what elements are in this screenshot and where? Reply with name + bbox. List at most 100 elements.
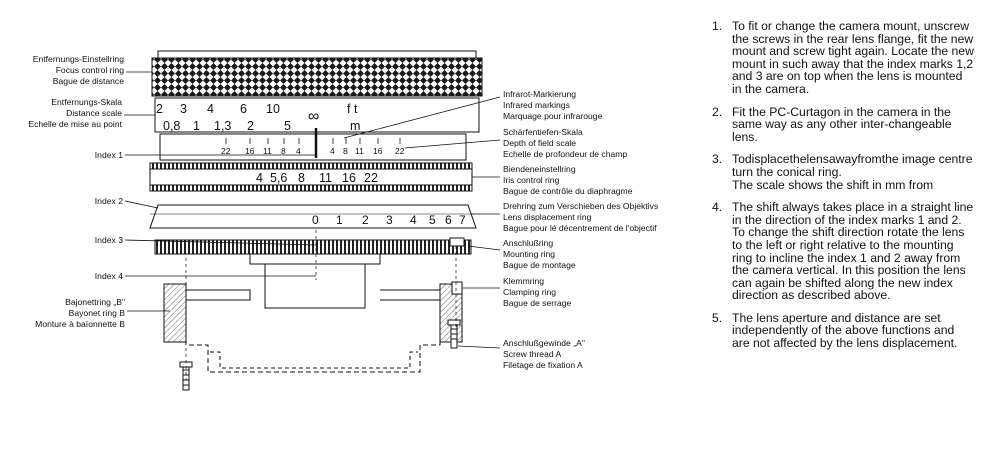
lower-body	[249, 253, 381, 265]
instruction-2: 2. Fit the PC-Curtagon in the camera in …	[712, 104, 974, 144]
infrared-label-de: Infrarot-Markierung	[503, 89, 576, 99]
aperture-22: 22	[364, 171, 378, 185]
feet-label-3: 3	[180, 102, 187, 116]
feet-label-4: 4	[207, 102, 214, 116]
focus-label-en: Focus control ring	[56, 65, 125, 75]
aperture-4: 4	[256, 171, 263, 185]
dof-label-fr: Echelle de profondeur de champ	[503, 149, 627, 159]
instruction-text-extra: The scale shows the shift in mm from	[732, 177, 934, 192]
feet-scale: 2 3 4 6 10 ∞ f t	[156, 102, 358, 125]
instruction-text: The lens aperture and distance are set i…	[732, 310, 958, 351]
shift-scale: 0 1 2 3 4 5 6 7	[312, 213, 466, 227]
thread-label-de: Anschlußgewinde „A"	[503, 338, 585, 348]
aperture-11: 11	[319, 171, 332, 185]
mounting-label-en: Mounting ring	[503, 249, 555, 259]
dof-right-4: 4	[330, 146, 335, 156]
feet-label-10: 10	[266, 102, 280, 116]
distance-label-en: Distance scale	[66, 108, 122, 118]
infrared-label-fr: Marquage pour infrarouge	[503, 111, 603, 121]
aperture-5-6: 5,6	[270, 171, 287, 185]
dof-labels: 22 16 11 8 4 4 8 11 16 22	[221, 146, 405, 156]
instruction-number: 3.	[712, 152, 723, 167]
infinity-label: ∞	[308, 108, 319, 125]
dof-right-22: 22	[395, 146, 405, 156]
shift-2: 2	[362, 213, 369, 227]
distance-label-fr: Echelle de mise au point	[28, 119, 122, 129]
index-3-label: Index 3	[95, 235, 123, 245]
iris-label-fr: Bague de contrôle du diaphragme	[503, 186, 633, 196]
instruction-4: 4. The shift always takes place in a str…	[712, 201, 974, 302]
bayonet-label-en: Bayonet ring B	[69, 308, 126, 318]
left-labels: Entfernungs-Einstellring Focus control r…	[28, 54, 125, 329]
lens-diagram: 2 3 4 6 10 ∞ f t 0,8 1 1,3 2 5 m 22 16 1…	[28, 50, 658, 391]
instruction-5: 5. The lens aperture and distance are se…	[712, 312, 974, 350]
displacement-label-en: Lens displacement ring	[503, 212, 592, 222]
meter-label-1: 1	[193, 119, 200, 133]
instructions-list: 1. To fit or change the camera mount, un…	[712, 20, 974, 360]
feet-label-2: 2	[156, 102, 163, 116]
focus-label-fr: Bague de distance	[53, 76, 124, 86]
instruction-1: 1. To fit or change the camera mount, un…	[712, 20, 974, 96]
aperture-scale: 4 5,6 8 11 16 22	[256, 171, 378, 185]
bayonet-label-de: Bajonettring „B"	[65, 297, 125, 307]
meter-unit: m	[350, 119, 360, 133]
index-2-label: Index 2	[95, 196, 123, 206]
lens-drawing	[149, 50, 483, 391]
right-labels: Infrarot-Markierung Infrared markings Ma…	[503, 89, 658, 370]
mounting-label-fr: Bague de montage	[503, 260, 576, 270]
distance-label-de: Entfernungs-Skala	[51, 97, 122, 107]
shift-5: 5	[429, 213, 436, 227]
thread-label-en: Screw thread A	[503, 349, 562, 359]
dof-label-en: Depth of field scale	[503, 138, 576, 148]
clamping-label-en: Clamping ring	[503, 287, 556, 297]
displacement-label-de: Drehring zum Verschieben des Objektivs	[503, 201, 658, 211]
dof-left-16: 16	[245, 146, 255, 156]
meter-label-1-3: 1,3	[214, 119, 231, 133]
displacement-ring	[149, 204, 477, 229]
clamping-label-de: Klemmring	[503, 276, 544, 286]
dof-label-de: Schärfentiefen-Skala	[503, 127, 583, 137]
instruction-text: Fit the PC-Curtagon in the camera in the…	[732, 104, 952, 144]
shift-3: 3	[386, 213, 393, 227]
instruction-number: 5.	[712, 310, 723, 325]
dof-left-4: 4	[296, 146, 301, 156]
feet-unit: f t	[347, 102, 358, 116]
instruction-text: Todisplacethelensawayfromthe image centr…	[732, 152, 973, 179]
index-1-label: Index 1	[95, 150, 123, 160]
mounting-label-de: Anschlußring	[503, 238, 553, 248]
infrared-label-en: Infrared markings	[503, 100, 570, 110]
meter-label-0-8: 0,8	[163, 119, 180, 133]
meter-label-5: 5	[284, 119, 291, 133]
iris-label-en: Iris control ring	[503, 175, 560, 185]
shift-0: 0	[312, 213, 319, 227]
clamping-label-fr: Bague de serrage	[503, 298, 572, 308]
bayonet-ring-section	[163, 283, 187, 343]
leader-lines	[124, 71, 501, 349]
shift-6: 6	[445, 213, 452, 227]
dof-left-8: 8	[281, 146, 286, 156]
aperture-8: 8	[298, 171, 305, 185]
dof-right-11: 11	[355, 146, 364, 156]
instruction-number: 2.	[712, 104, 723, 119]
thread-label-fr: Filetage de fixation A	[503, 360, 583, 370]
instruction-3: 3. Todisplacethelensawayfromthe image ce…	[712, 153, 974, 191]
camera-mount-outline	[185, 300, 441, 373]
aperture-16: 16	[342, 171, 356, 185]
shift-4: 4	[410, 213, 417, 227]
lens-top-cap	[157, 50, 477, 59]
displacement-label-fr: Bague pour lé décentrement de l'objectif	[503, 223, 657, 233]
instruction-text: To fit or change the camera mount, unscr…	[732, 19, 974, 96]
shift-7: 7	[459, 213, 466, 227]
dof-scale	[225, 138, 401, 144]
instruction-number: 1.	[712, 19, 723, 33]
screw-right	[447, 319, 461, 349]
instruction-number: 4.	[712, 200, 723, 215]
dof-left-22: 22	[221, 146, 231, 156]
dof-left-11: 11	[263, 146, 272, 156]
focus-ring-knurl	[151, 57, 483, 97]
index-4-label: Index 4	[95, 271, 123, 281]
dof-right-8: 8	[343, 146, 348, 156]
dof-right-16: 16	[373, 146, 383, 156]
meter-label-2: 2	[247, 119, 254, 133]
